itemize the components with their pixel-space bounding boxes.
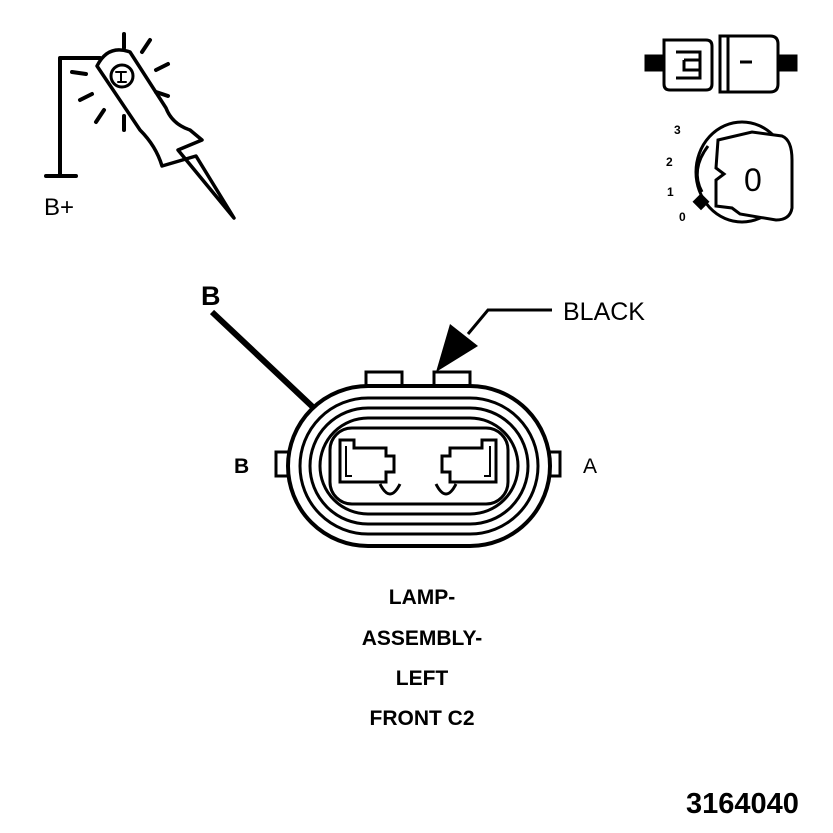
connector-c2 xyxy=(274,370,562,548)
connector-disconnect-icon xyxy=(644,34,798,94)
caption-line-2: ASSEMBLY- xyxy=(361,627,483,650)
caption-line-1: LAMP- xyxy=(388,586,456,609)
wire-color-label: BLACK xyxy=(563,298,645,326)
key-position-3: 3 xyxy=(674,123,681,137)
terminal-b xyxy=(338,438,402,496)
callout-black-arrow xyxy=(436,308,552,372)
key-position-1: 1 xyxy=(667,185,674,199)
test-lamp-icon xyxy=(44,32,236,220)
power-label: B+ xyxy=(44,194,75,221)
caption-line-3: LEFT xyxy=(395,667,449,690)
terminal-a xyxy=(434,438,498,496)
pin-a-label: A xyxy=(583,455,598,478)
key-mark: 0 xyxy=(744,162,762,198)
key-position-0: 0 xyxy=(679,210,686,224)
key-position-2: 2 xyxy=(666,155,673,169)
pin-b-label: B xyxy=(234,455,250,478)
callout-b-label: B xyxy=(201,281,221,311)
ignition-key-icon xyxy=(692,120,794,224)
figure-number: 3164040 xyxy=(686,788,799,820)
caption-line-4: FRONT C2 xyxy=(369,707,475,730)
